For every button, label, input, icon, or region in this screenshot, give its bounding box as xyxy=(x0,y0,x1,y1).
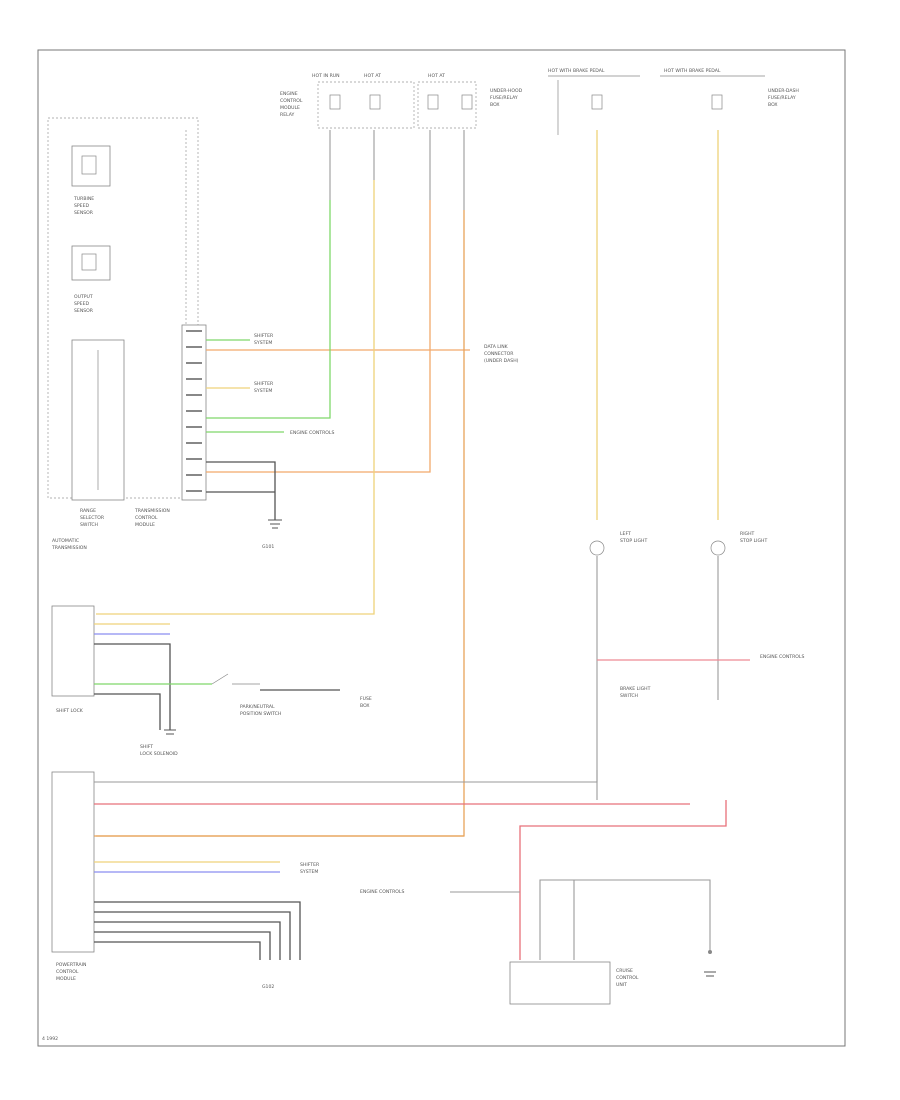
svg-text:SELECTOR: SELECTOR xyxy=(80,515,105,521)
svg-text:SWITCH: SWITCH xyxy=(80,522,98,528)
svg-text:BOX: BOX xyxy=(490,102,500,108)
svg-text:HOT AT: HOT AT xyxy=(428,73,445,79)
svg-text:SHIFTER: SHIFTER xyxy=(254,381,274,387)
svg-text:STOP LIGHT: STOP LIGHT xyxy=(620,538,647,544)
svg-text:UNDER-DASH: UNDER-DASH xyxy=(768,88,799,94)
svg-text:RIGHT: RIGHT xyxy=(740,531,755,537)
svg-text:CRUISE: CRUISE xyxy=(616,968,633,974)
svg-text:FUSE/RELAY: FUSE/RELAY xyxy=(768,95,796,101)
svg-text:LOCK SOLENOID: LOCK SOLENOID xyxy=(140,751,178,757)
fuse-block-right: HOT WITH BRAKE PEDAL HOT WITH BRAKE PEDA… xyxy=(548,68,799,135)
svg-text:DATA LINK: DATA LINK xyxy=(484,344,509,350)
fuse-block-left: HOT IN RUN HOT AT ENGINE CONTROL MODULE … xyxy=(280,73,415,129)
svg-text:HOT WITH BRAKE PEDAL: HOT WITH BRAKE PEDAL xyxy=(664,68,721,74)
svg-text:OUTPUT: OUTPUT xyxy=(74,294,93,300)
svg-text:FUSE/RELAY: FUSE/RELAY xyxy=(490,95,518,101)
svg-text:BRAKE LIGHT: BRAKE LIGHT xyxy=(620,686,651,692)
shift-lock-solenoid: PARK/NEUTRAL POSITION SWITCH FUSE BOX SH… xyxy=(51,605,372,757)
svg-text:SWITCH: SWITCH xyxy=(620,693,638,699)
svg-text:SENSOR: SENSOR xyxy=(74,308,94,314)
svg-text:POWERTRAIN: POWERTRAIN xyxy=(56,962,86,968)
svg-text:TRANSMISSION: TRANSMISSION xyxy=(51,545,87,551)
svg-text:ENGINE CONTROLS: ENGINE CONTROLS xyxy=(760,654,804,660)
svg-text:CONTROL: CONTROL xyxy=(616,975,639,981)
svg-text:G102: G102 xyxy=(262,984,274,990)
svg-text:CONTROL: CONTROL xyxy=(280,98,303,104)
fuse-block-center: HOT AT UNDER-HOOD FUSE/RELAY BOX xyxy=(417,73,523,129)
svg-text:MODULE: MODULE xyxy=(135,522,155,528)
svg-text:TURBINE: TURBINE xyxy=(73,196,94,202)
svg-text:SHIFT: SHIFT xyxy=(140,744,153,750)
svg-text:HOT IN RUN: HOT IN RUN xyxy=(312,73,340,79)
svg-text:BOX: BOX xyxy=(360,703,370,709)
svg-text:MODULE: MODULE xyxy=(56,976,76,982)
svg-text:AUTOMATIC: AUTOMATIC xyxy=(52,538,79,544)
svg-text:UNDER-HOOD: UNDER-HOOD xyxy=(490,88,523,94)
svg-text:SHIFT LOCK: SHIFT LOCK xyxy=(56,708,84,714)
svg-text:SHIFTER: SHIFTER xyxy=(254,333,274,339)
svg-text:HOT WITH BRAKE PEDAL: HOT WITH BRAKE PEDAL xyxy=(548,68,605,74)
svg-text:ENGINE CONTROLS: ENGINE CONTROLS xyxy=(290,430,334,436)
svg-text:SYSTEM: SYSTEM xyxy=(300,869,318,875)
diagram-frame xyxy=(37,49,846,1047)
svg-text:TRANSMISSION: TRANSMISSION xyxy=(134,508,170,514)
svg-text:POSITION SWITCH: POSITION SWITCH xyxy=(240,711,281,717)
svg-text:UNIT: UNIT xyxy=(616,982,627,988)
svg-text:ENGINE CONTROLS: ENGINE CONTROLS xyxy=(360,889,404,895)
svg-text:PARK/NEUTRAL: PARK/NEUTRAL xyxy=(240,704,275,710)
svg-text:SPEED: SPEED xyxy=(74,301,89,307)
svg-text:SENSOR: SENSOR xyxy=(74,210,94,216)
automatic-transmission-block: TURBINE SPEED SENSOR OUTPUT SPEED SENSOR… xyxy=(47,117,207,551)
svg-text:CONTROL: CONTROL xyxy=(135,515,158,521)
brake-lamps: LEFT STOP LIGHT RIGHT STOP LIGHT xyxy=(589,531,767,800)
svg-text:MODULE: MODULE xyxy=(280,105,300,111)
svg-text:FUSE: FUSE xyxy=(360,696,372,702)
svg-text:G101: G101 xyxy=(262,544,274,550)
svg-text:CONTROL: CONTROL xyxy=(56,969,79,975)
svg-text:RANGE: RANGE xyxy=(80,508,96,514)
svg-text:HOT AT: HOT AT xyxy=(364,73,381,79)
svg-text:CONNECTOR: CONNECTOR xyxy=(484,351,514,357)
svg-text:BOX: BOX xyxy=(768,102,778,108)
svg-text:STOP LIGHT: STOP LIGHT xyxy=(740,538,767,544)
cruise-module: CRUISE CONTROL UNIT ENGINE CONTROLS xyxy=(360,800,727,1005)
svg-text:SHIFTER: SHIFTER xyxy=(300,862,320,868)
svg-text:RELAY: RELAY xyxy=(280,112,295,118)
svg-text:ENGINE: ENGINE xyxy=(280,91,298,97)
lower-control-module: SHIFTER SYSTEM POWERTRAIN CONTROL MODULE… xyxy=(51,770,690,990)
tcm-wires: SHIFTER SYSTEM DATA LINK CONNECTOR (UNDE… xyxy=(206,200,519,550)
footer-code: 4 1992 xyxy=(42,1036,58,1042)
svg-text:LEFT: LEFT xyxy=(620,531,631,537)
svg-text:SYSTEM: SYSTEM xyxy=(254,340,272,346)
svg-text:SYSTEM: SYSTEM xyxy=(254,388,272,394)
svg-text:SPEED: SPEED xyxy=(74,203,89,209)
svg-text:(UNDER DASH): (UNDER DASH) xyxy=(484,358,519,364)
